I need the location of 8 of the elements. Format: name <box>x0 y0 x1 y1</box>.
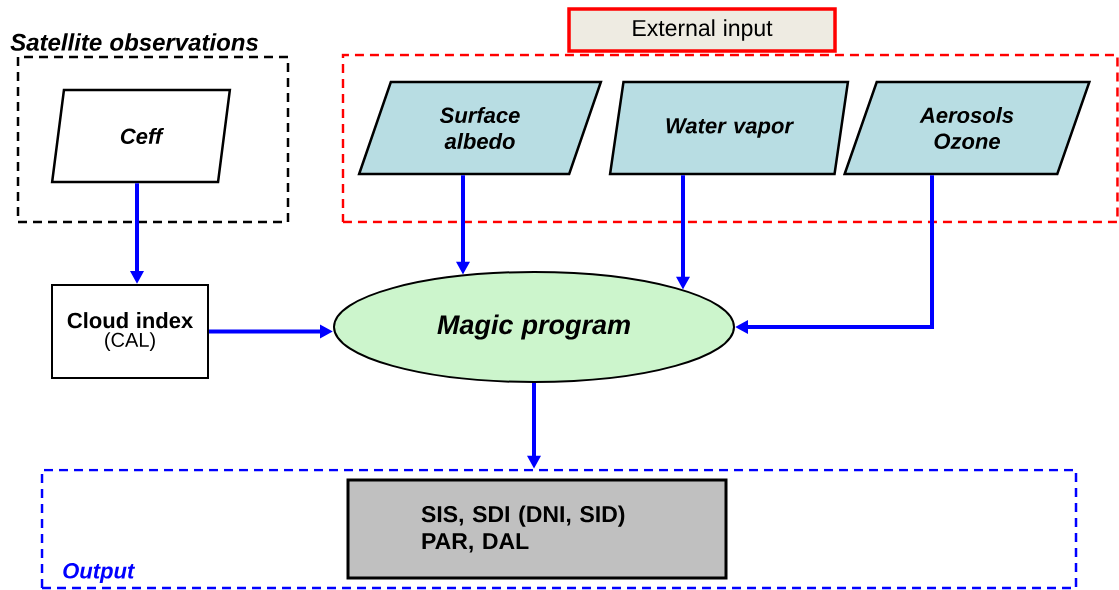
output-box: SIS, SDI (DNI, SID) PAR, DAL <box>346 478 728 580</box>
input-parallelogram: Surface albedo <box>357 80 603 176</box>
process-box: Cloud index (CAL) <box>51 284 209 379</box>
group-heading: Satellite observations <box>10 33 258 51</box>
heading-box: External input <box>567 7 837 53</box>
group-heading: Output <box>63 563 136 583</box>
input-parallelogram: Water vapor <box>608 80 850 176</box>
input-parallelogram: Ceff <box>50 88 232 184</box>
